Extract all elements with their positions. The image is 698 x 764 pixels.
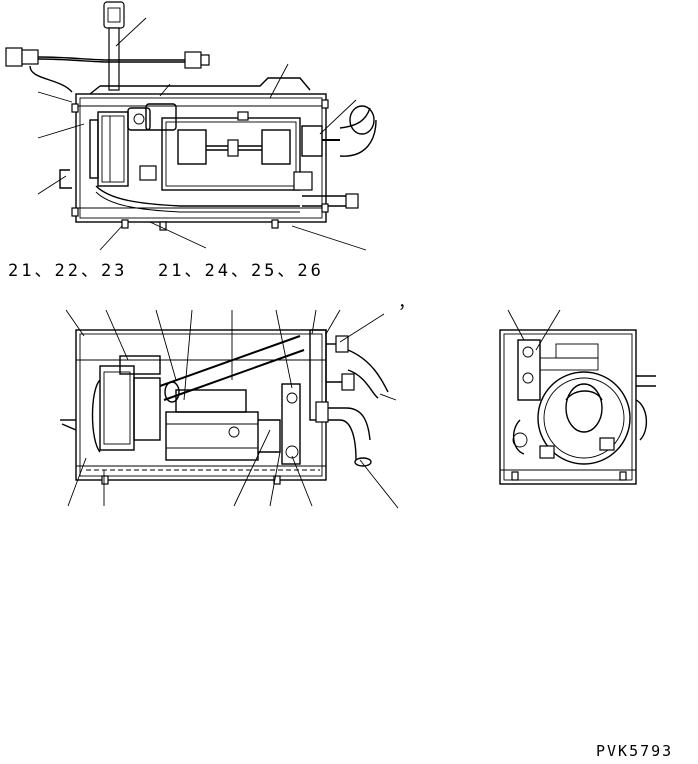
- drawing-number: PVK5793: [596, 742, 674, 760]
- side-view: [499, 309, 656, 485]
- callout-group-left: 21、22、23: [8, 261, 128, 281]
- front-view: [60, 309, 399, 509]
- callout-group-right: 21、24、25、26: [158, 261, 324, 281]
- stray-mark: ，: [398, 293, 418, 313]
- top-view: [5, 1, 377, 251]
